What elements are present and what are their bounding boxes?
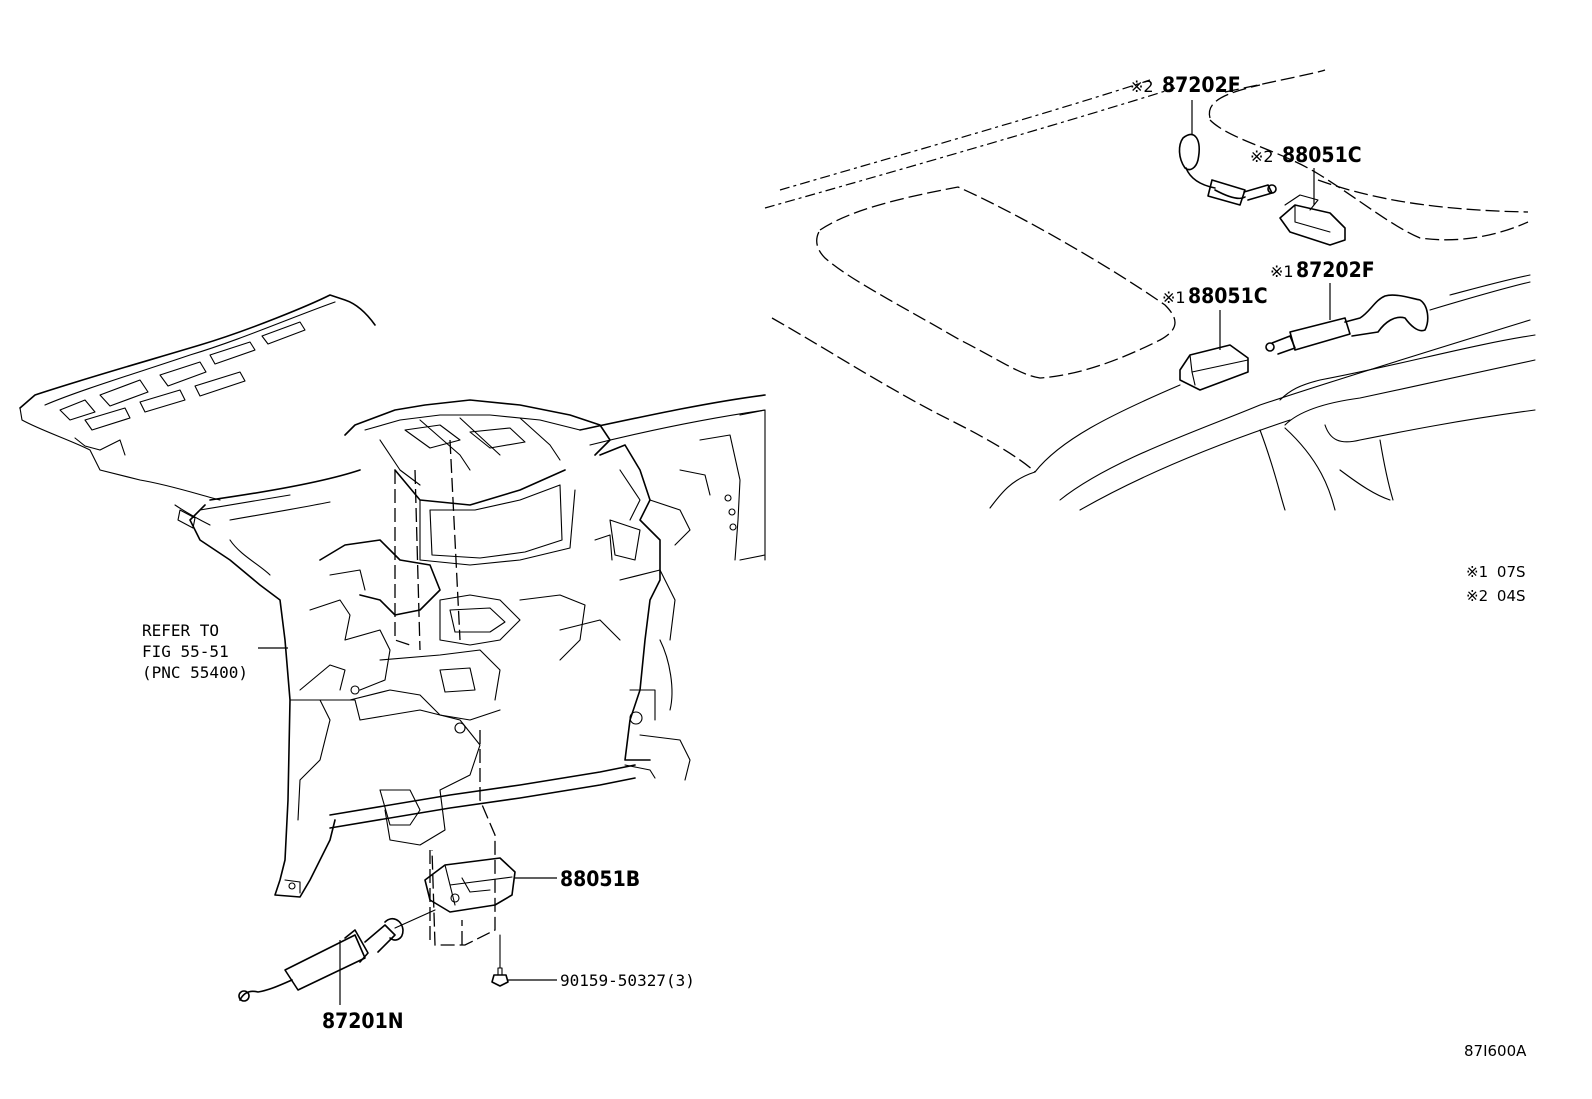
refer-note-line3: (PNC 55400): [142, 663, 248, 682]
refer-note-line2: FIG 55-51: [142, 642, 229, 661]
instrument-panel-drawing: [19, 294, 766, 1002]
bolt: [491, 934, 509, 987]
figure-id: 87I600A: [1464, 1042, 1527, 1060]
refer-note-line1: REFER TO: [142, 621, 219, 640]
refer-note: REFER TO FIG 55-51 (PNC 55400): [142, 621, 248, 682]
note-mark: ※2: [1250, 147, 1274, 166]
part-number: 87202F: [1162, 73, 1241, 97]
legend-code: 07S: [1497, 563, 1526, 581]
sensor-upper: [1279, 194, 1346, 246]
driver-knee-inflator: [238, 909, 436, 1002]
callout-87202F-upper: ※2 87202F: [1130, 73, 1241, 97]
legend-mark: ※1: [1466, 563, 1488, 581]
callout-87201N: 87201N: [322, 1009, 404, 1033]
legend-mark: ※2: [1466, 587, 1488, 605]
part-number: 88051C: [1188, 284, 1268, 308]
part-number: 87202F: [1296, 258, 1375, 282]
callout-88051B: 88051B: [560, 867, 640, 891]
sensor-lower: [1179, 344, 1249, 391]
part-number: 88051C: [1282, 143, 1362, 167]
model-code-legend: ※1 07S ※2 04S: [1466, 563, 1526, 605]
sensor-center: [424, 857, 516, 913]
callout-88051C-upper: ※2 88051C: [1250, 143, 1362, 167]
roof-panel-drawing: [764, 69, 1536, 511]
curtain-inflator-upper: [1178, 133, 1277, 206]
legend-row-2: ※2 04S: [1466, 587, 1526, 605]
leader-lines: [258, 100, 1331, 1005]
callout-87202F-lower: ※1 87202F: [1270, 258, 1375, 282]
callout-88051C-lower: ※1 88051C: [1162, 284, 1268, 308]
note-mark: ※1: [1270, 262, 1294, 281]
legend-code: 04S: [1497, 587, 1526, 605]
curtain-inflator-lower: [1265, 294, 1429, 355]
note-mark: ※2: [1130, 77, 1154, 96]
legend-row-1: ※1 07S: [1466, 563, 1526, 581]
callout-90159-50327: 90159-50327(3): [560, 971, 695, 990]
note-mark: ※1: [1162, 288, 1186, 307]
